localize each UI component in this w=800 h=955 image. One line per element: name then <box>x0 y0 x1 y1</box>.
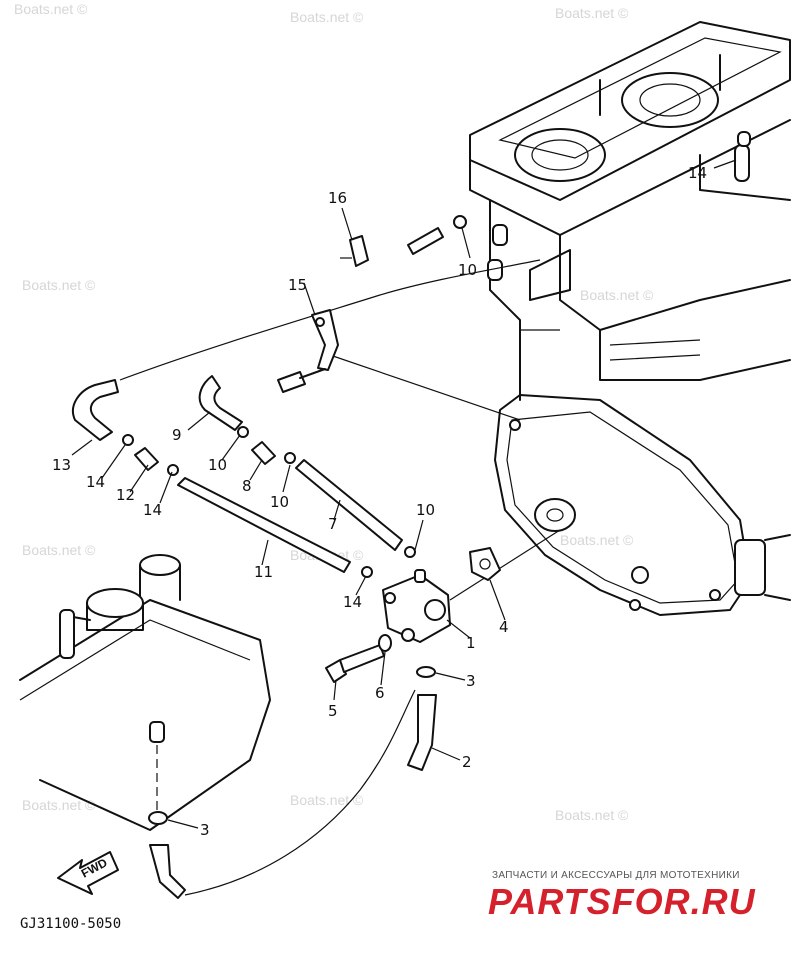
routing-line <box>329 354 521 421</box>
watermark: Boats.net © <box>560 532 634 548</box>
parts <box>72 215 501 899</box>
callout-12: 12 <box>116 486 135 504</box>
callout-10: 10 <box>208 456 227 474</box>
routing-line <box>449 529 561 601</box>
fuel-hose-route <box>184 689 416 896</box>
callout-1: 1 <box>466 634 476 652</box>
callout-2: 2 <box>462 753 472 771</box>
brand-logo: ЗАПЧАСТИ И АКСЕССУАРЫ ДЛЯ МОТОТЕХНИКИ PA… <box>488 870 756 922</box>
callout-10: 10 <box>458 261 477 279</box>
watermark: Boats.net © <box>290 792 364 808</box>
callout-14: 14 <box>688 164 707 182</box>
callout-5: 5 <box>328 702 338 720</box>
watermark: Boats.net © <box>22 797 96 813</box>
watermark: Boats.net © <box>14 1 88 17</box>
callout-14: 14 <box>86 473 105 491</box>
fuel-hose-route <box>119 259 541 381</box>
callouts: 16 10 14 15 9 13 14 12 14 10 8 10 11 7 1… <box>52 164 707 839</box>
callout-14: 14 <box>143 501 162 519</box>
leader-lines <box>71 159 737 829</box>
watermark: Boats.net © <box>22 277 96 293</box>
callout-7: 7 <box>328 515 338 533</box>
callout-6: 6 <box>375 684 385 702</box>
watermark: Boats.net © <box>555 5 629 21</box>
engine-block <box>469 21 791 401</box>
watermark: Boats.net © <box>580 287 654 303</box>
gear-cover <box>494 394 791 616</box>
callout-9: 9 <box>172 426 182 444</box>
fuel-tank <box>19 554 271 831</box>
callout-8: 8 <box>242 477 252 495</box>
callout-3: 3 <box>466 672 476 690</box>
watermark: Boats.net © <box>290 9 364 25</box>
callout-10: 10 <box>270 493 289 511</box>
callout-14: 14 <box>343 593 362 611</box>
fwd-arrow-icon: FWD <box>57 851 119 895</box>
callout-13: 13 <box>52 456 71 474</box>
watermark: Boats.net © <box>555 807 629 823</box>
callout-10: 10 <box>416 501 435 519</box>
diagram-code: GJ31100-5050 <box>20 916 121 932</box>
callout-15: 15 <box>288 276 307 294</box>
callout-3: 3 <box>200 821 210 839</box>
brand-name: PARTSFOR.RU <box>488 881 756 922</box>
callout-16: 16 <box>328 189 347 207</box>
callout-4: 4 <box>499 618 509 636</box>
watermark: Boats.net © <box>22 542 96 558</box>
callout-11: 11 <box>254 563 273 581</box>
brand-tagline: ЗАПЧАСТИ И АКСЕССУАРЫ ДЛЯ МОТОТЕХНИКИ <box>492 870 740 881</box>
